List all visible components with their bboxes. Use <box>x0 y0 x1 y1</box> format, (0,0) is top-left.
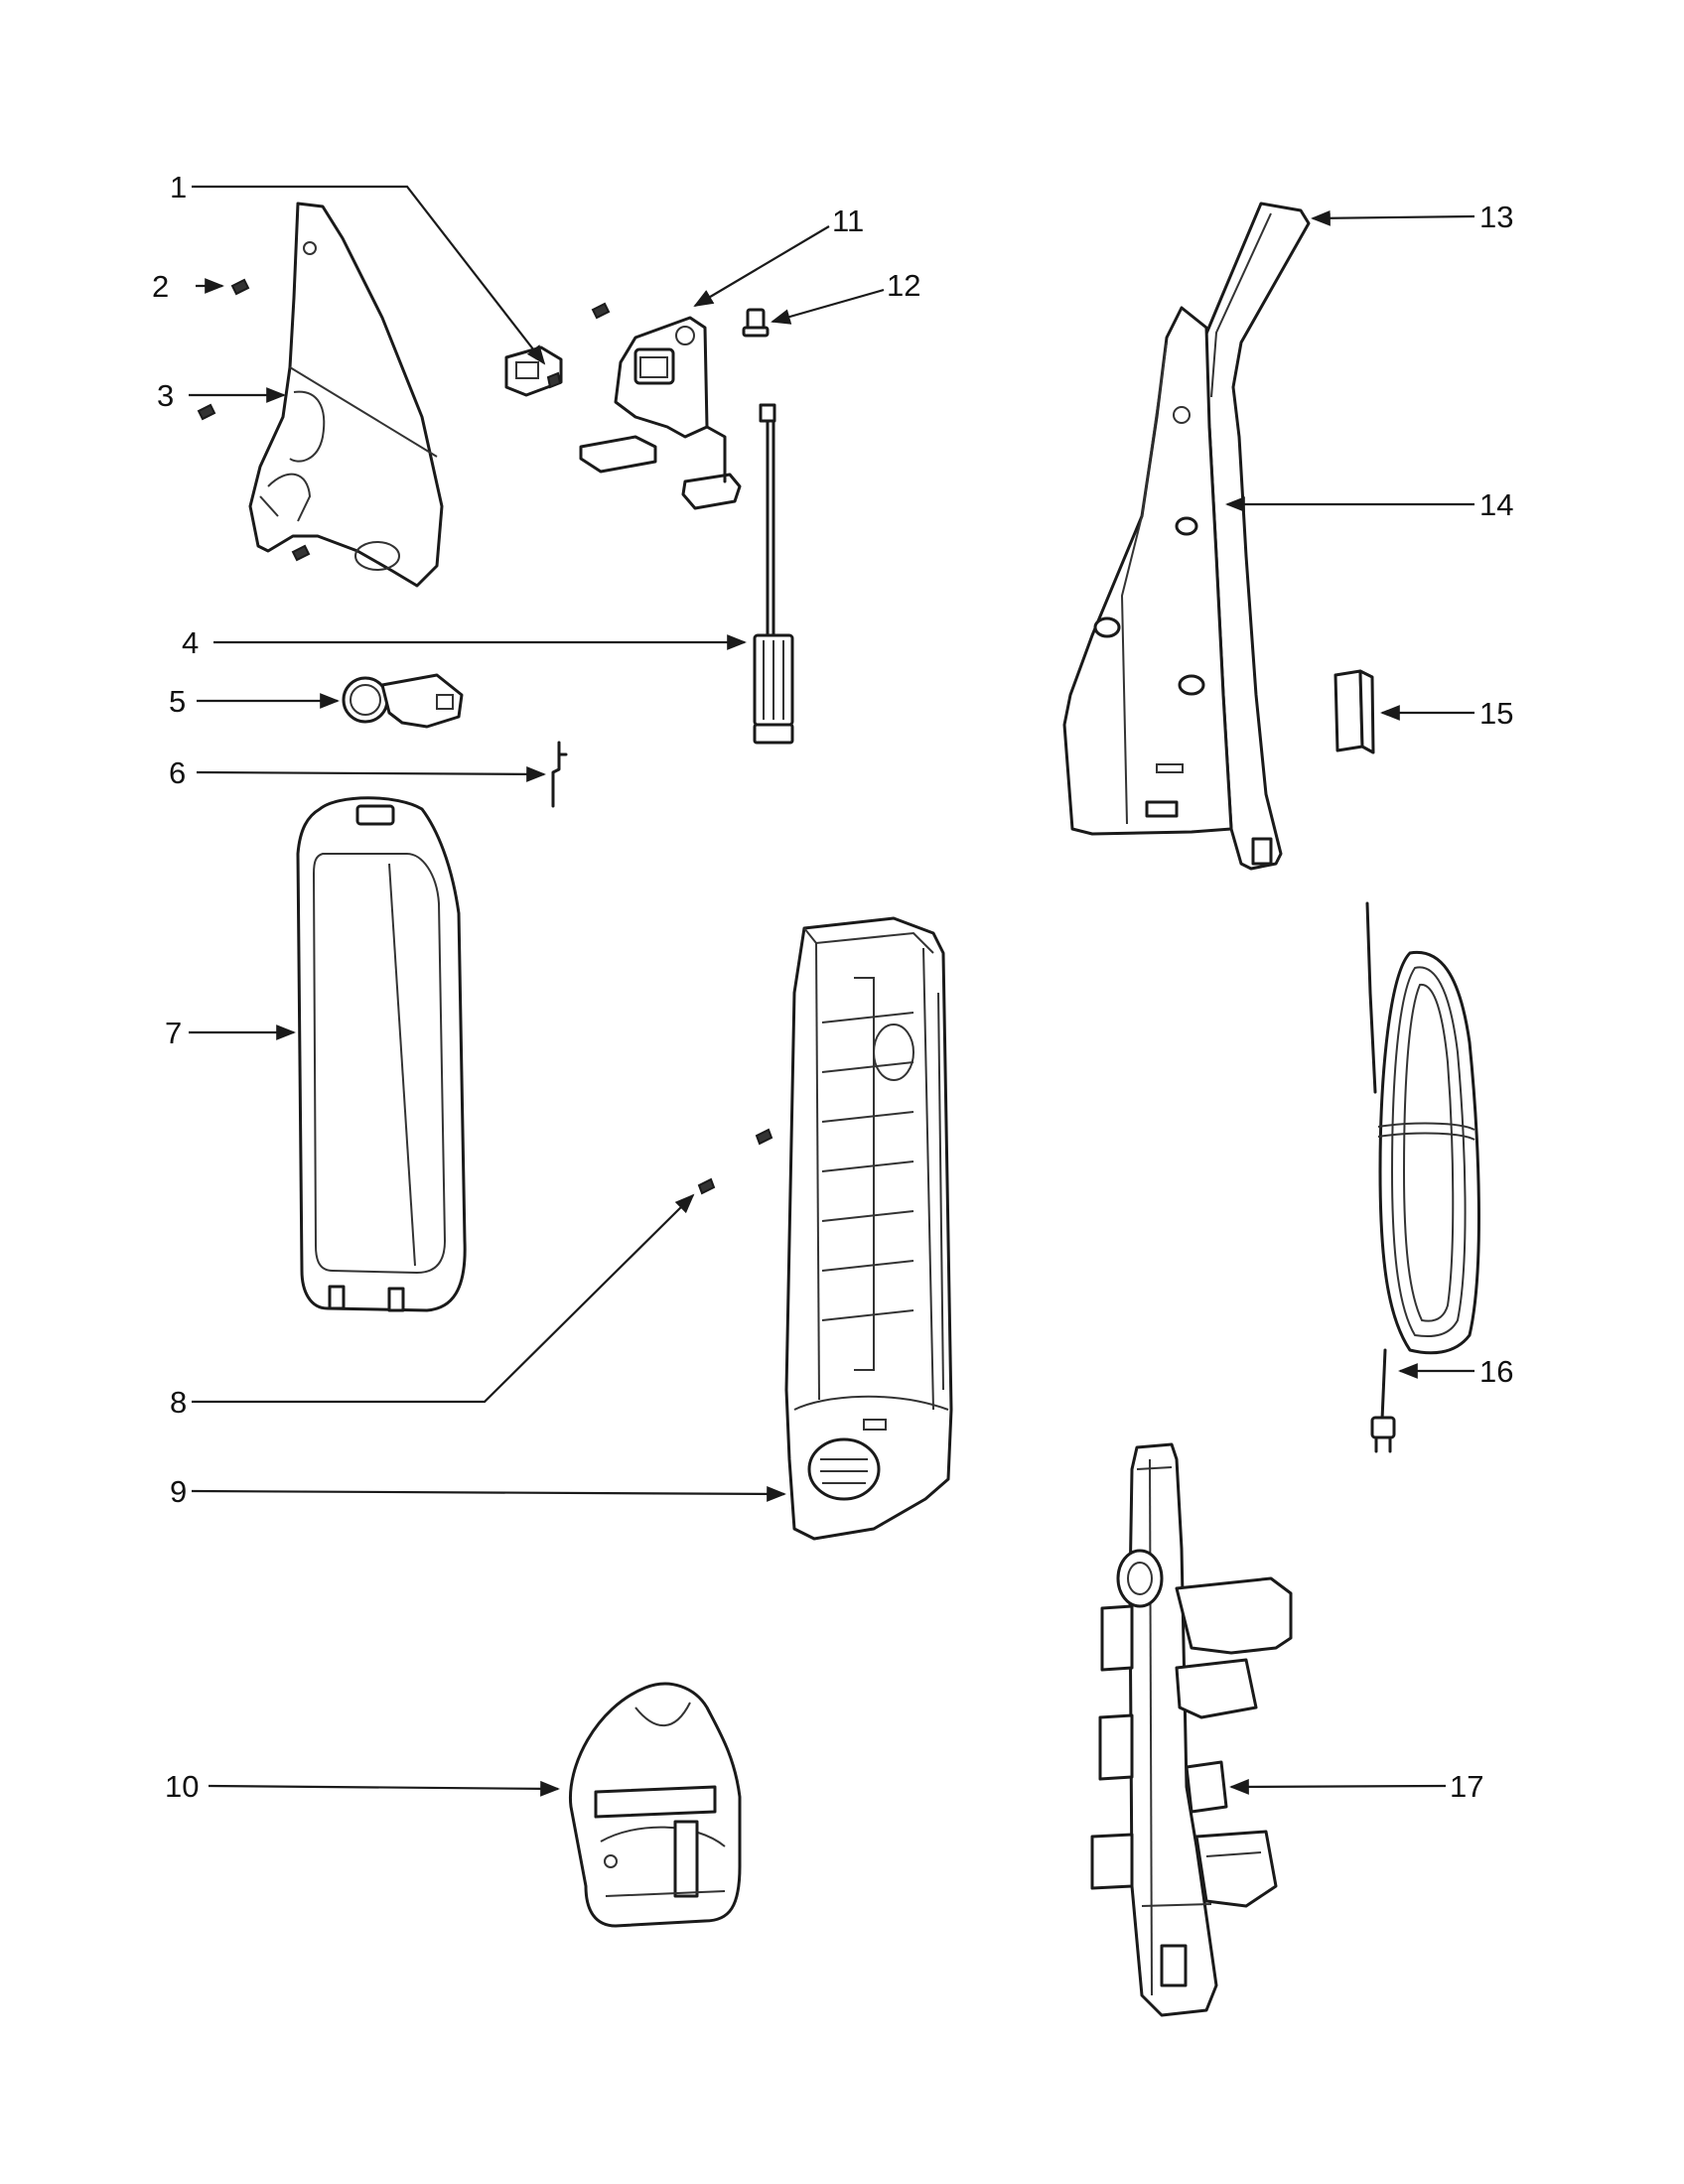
callout-14: 14 <box>1479 487 1513 522</box>
part-1-switch <box>504 345 563 397</box>
part-2-screw <box>230 278 250 296</box>
callout-5: 5 <box>169 684 186 719</box>
callout-4: 4 <box>182 625 199 660</box>
callout-13: 13 <box>1479 200 1513 234</box>
callout-leaders <box>189 185 1475 1797</box>
part-11-switch-bracket <box>579 302 742 510</box>
callout-2: 2 <box>152 269 169 304</box>
part-17-frame <box>1090 1442 1293 2017</box>
callout-16: 16 <box>1479 1354 1513 1389</box>
part-15-clip <box>1333 669 1375 754</box>
callout-8: 8 <box>170 1385 187 1420</box>
part-12-knob <box>742 308 770 338</box>
part-7-bag-door <box>296 796 467 1312</box>
callout-15: 15 <box>1479 696 1513 731</box>
callout-10: 10 <box>165 1769 199 1804</box>
callout-9: 9 <box>170 1474 187 1509</box>
part-5-latch <box>342 673 464 729</box>
part-6-spring-clip <box>551 741 568 808</box>
part-9-bag-housing <box>784 916 953 1541</box>
screw-near-part-3 <box>197 403 311 562</box>
callout-11: 11 <box>832 204 864 238</box>
callout-6: 6 <box>169 755 186 790</box>
part-14-rear-handle <box>1062 202 1311 871</box>
callout-7: 7 <box>165 1016 182 1050</box>
part-4-switch-rod <box>753 403 794 745</box>
callout-12: 12 <box>887 268 920 303</box>
part-16-power-cord <box>1365 901 1480 1453</box>
callout-labels: 1 2 3 4 5 6 7 8 9 10 11 12 13 14 15 16 1… <box>152 170 1513 1804</box>
callout-17: 17 <box>1450 1769 1483 1804</box>
callout-3: 3 <box>157 378 174 413</box>
callout-1: 1 <box>170 170 187 205</box>
part-10-rear-cover <box>568 1682 742 1928</box>
part-8-screws <box>697 1128 773 1195</box>
part-3-handle-cover <box>248 202 444 588</box>
